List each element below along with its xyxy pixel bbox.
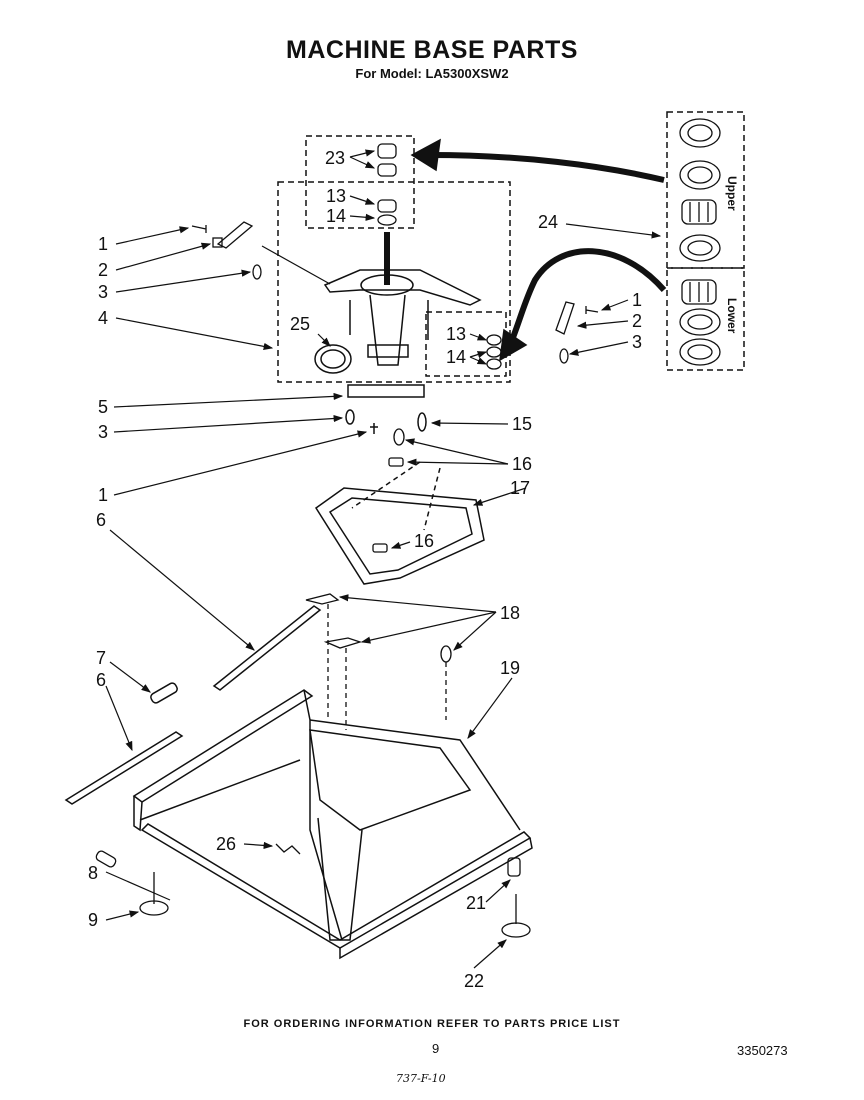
base-frame <box>132 689 533 960</box>
handwritten-note: 737-F-10 <box>396 1072 446 1085</box>
callout-13-upper: 13 <box>326 186 346 206</box>
snubber-pads <box>372 428 405 553</box>
callout-2-right: 2 <box>632 311 642 331</box>
ordering-note: FOR ORDERING INFORMATION REFER TO PARTS … <box>243 1018 621 1030</box>
callout-14-right: 14 <box>446 347 466 367</box>
gasket-ring <box>314 344 352 374</box>
suspension-hangers <box>305 593 452 730</box>
document-number: 3350273 <box>737 1043 788 1058</box>
brace-bracket <box>345 384 427 434</box>
page-title: MACHINE BASE PARTS <box>286 36 578 64</box>
side-rails <box>64 605 322 805</box>
callout-3-lower: 3 <box>98 422 108 442</box>
callout-9: 9 <box>88 910 98 930</box>
callout-18: 18 <box>500 603 520 623</box>
callout-16-lower: 16 <box>414 531 434 551</box>
lower-kit-label: Lower <box>725 298 739 334</box>
callout-26: 26 <box>216 834 236 854</box>
right-bearing-parts <box>486 334 502 370</box>
upper-kit-box <box>666 111 745 269</box>
callout-1-left: 1 <box>98 234 108 254</box>
callout-2-left: 2 <box>98 260 108 280</box>
callout-21: 21 <box>466 893 486 913</box>
left-clamp-hardware <box>191 221 262 280</box>
callout-3-right: 3 <box>632 332 642 352</box>
callout-23: 23 <box>325 148 345 168</box>
callout-7: 7 <box>96 648 106 668</box>
frame-clip <box>275 843 301 855</box>
callout-24: 24 <box>538 212 558 232</box>
transmission-mount-box <box>277 181 511 383</box>
callout-19: 19 <box>500 658 520 678</box>
callout-17: 17 <box>510 478 530 498</box>
leader-lines <box>105 149 662 969</box>
callout-3-left: 3 <box>98 282 108 302</box>
left-leveling-leg <box>95 850 169 916</box>
callout-1-right: 1 <box>632 290 642 310</box>
callout-6-upper: 6 <box>96 510 106 530</box>
right-clamp-hardware <box>555 301 599 364</box>
page-number: 9 <box>432 1041 440 1056</box>
upper-kit-arrowhead <box>410 138 441 172</box>
callout-4: 4 <box>98 308 108 328</box>
callout-13-right: 13 <box>446 324 466 344</box>
center-bearing-stack <box>377 143 397 226</box>
callout-14-upper: 14 <box>326 206 346 226</box>
tub-support <box>314 461 485 585</box>
lower-kit-arrow <box>509 248 667 342</box>
callout-8: 8 <box>88 863 98 883</box>
callout-25: 25 <box>290 314 310 334</box>
transmission-spider <box>323 232 482 366</box>
callout-22: 22 <box>464 971 484 991</box>
lower-kit-bearings <box>679 279 721 366</box>
callout-6-lower: 6 <box>96 670 106 690</box>
right-leveling-leg <box>501 857 531 938</box>
callout-16-upper: 16 <box>512 454 532 474</box>
model-subtitle: For Model: LA5300XSW2 <box>355 66 509 81</box>
upper-kit-label: Upper <box>725 176 739 211</box>
callout-15: 15 <box>512 414 532 434</box>
upper-kit-bearings <box>679 118 721 262</box>
callout-5: 5 <box>98 397 108 417</box>
lower-kit-arrowhead <box>499 328 528 362</box>
upper-kit-arrow <box>429 152 665 183</box>
callout-1-lower: 1 <box>98 485 108 505</box>
